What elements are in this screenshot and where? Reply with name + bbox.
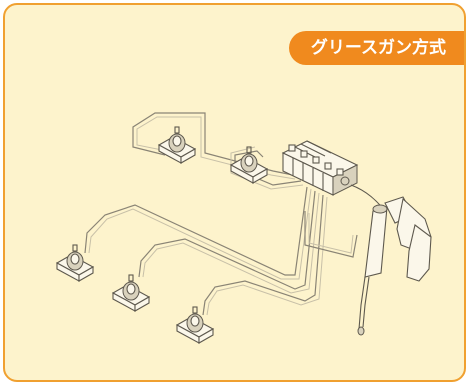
- distribution-block: [283, 141, 357, 195]
- bearing-left: [57, 245, 93, 281]
- system-panel: グリースガン方式: [3, 3, 466, 382]
- grease-gun: [351, 185, 431, 335]
- bearing-top-left: [159, 127, 195, 163]
- bearing-lower-left: [113, 275, 149, 311]
- grease-system-illustration: [5, 5, 466, 382]
